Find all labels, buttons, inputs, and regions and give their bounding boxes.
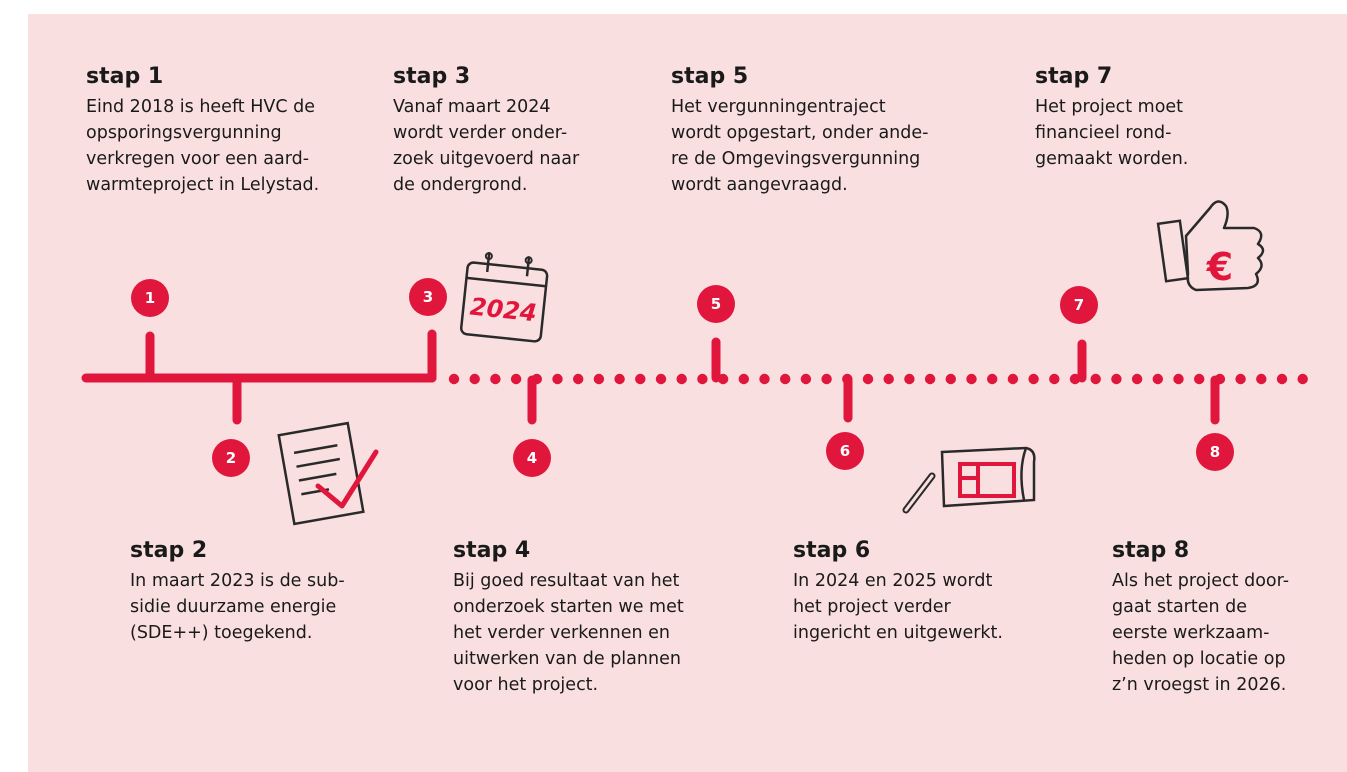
step-number-badge: 1 bbox=[131, 279, 169, 317]
step-description: In 2024 en 2025 wordt het project verder… bbox=[793, 571, 1003, 643]
step-title: stap 4 bbox=[453, 538, 531, 563]
step-4: stap 4 Bij goed resultaat van het onderz… bbox=[453, 537, 753, 698]
step-number-badge: 2 bbox=[212, 439, 250, 477]
timeline-dot bbox=[1111, 373, 1122, 385]
step-1: stap 1 Eind 2018 is heeft HVC de opspori… bbox=[86, 63, 386, 198]
step-2: stap 2 In maart 2023 is de sub- sidie du… bbox=[130, 537, 410, 646]
step-title: stap 8 bbox=[1112, 538, 1190, 563]
timeline-dot bbox=[635, 373, 646, 385]
step-number-badge: 6 bbox=[826, 432, 864, 470]
timeline-dot bbox=[945, 373, 956, 385]
timeline-dot bbox=[862, 373, 874, 385]
timeline-dot bbox=[800, 373, 812, 385]
step-title: stap 6 bbox=[793, 538, 871, 563]
timeline-dot bbox=[1049, 373, 1060, 385]
step-description: In maart 2023 is de sub- sidie duurzame … bbox=[130, 571, 345, 643]
step-description: Het vergunningentraject wordt opgestart,… bbox=[671, 97, 929, 195]
timeline-dot bbox=[1090, 373, 1101, 385]
step-6: stap 6 In 2024 en 2025 wordt het project… bbox=[793, 537, 1073, 646]
check-mark-icon bbox=[315, 449, 379, 509]
calendar-year-label: 2024 bbox=[469, 292, 538, 327]
timeline-dot bbox=[1131, 373, 1143, 385]
timeline-dot bbox=[593, 373, 605, 385]
step-description: Het project moet financieel rond- gemaak… bbox=[1035, 97, 1189, 169]
timeline-dotted-segment bbox=[448, 373, 1308, 385]
timeline-dot bbox=[780, 373, 791, 385]
step-number-badge: 3 bbox=[409, 278, 447, 316]
timeline-dot bbox=[1069, 373, 1081, 385]
timeline-dot bbox=[676, 373, 687, 385]
timeline-dot bbox=[1276, 373, 1288, 385]
timeline-dot bbox=[510, 373, 522, 385]
step-7: stap 7 Het project moet financieel rond-… bbox=[1035, 63, 1265, 172]
timeline-dot bbox=[1297, 373, 1308, 385]
timeline-dot bbox=[655, 373, 667, 385]
step-number-badge: 4 bbox=[513, 439, 551, 477]
timeline-dot bbox=[1007, 373, 1019, 385]
step-title: stap 2 bbox=[130, 538, 208, 563]
timeline-dot bbox=[821, 373, 832, 385]
timeline-dot bbox=[717, 373, 729, 385]
timeline-dot bbox=[614, 373, 625, 385]
timeline-dot bbox=[842, 373, 853, 385]
step-description: Vanaf maart 2024 wordt verder onder- zoe… bbox=[393, 97, 580, 195]
timeline-dot bbox=[1028, 373, 1039, 385]
timeline-dot bbox=[987, 373, 998, 385]
step-3: stap 3 Vanaf maart 2024 wordt verder ond… bbox=[393, 63, 643, 198]
step-5: stap 5 Het vergunningentraject wordt opg… bbox=[671, 63, 991, 198]
timeline-dot bbox=[697, 373, 708, 385]
timeline-dot bbox=[1214, 373, 1226, 385]
step-title: stap 1 bbox=[86, 64, 164, 89]
timeline-dot bbox=[573, 373, 584, 385]
step-number-badge: 5 bbox=[697, 285, 735, 323]
checklist-icon bbox=[277, 421, 365, 526]
timeline-dot bbox=[966, 373, 977, 385]
step-title: stap 3 bbox=[393, 64, 471, 89]
timeline-dot bbox=[759, 373, 770, 385]
timeline-dot bbox=[1194, 373, 1205, 385]
timeline-dot bbox=[924, 373, 936, 385]
thumbs-up-euro-icon: € bbox=[1156, 200, 1265, 292]
timeline-panel bbox=[28, 14, 1347, 772]
timeline-dot bbox=[1173, 373, 1184, 385]
timeline-dot bbox=[904, 373, 915, 385]
step-title: stap 7 bbox=[1035, 64, 1113, 89]
step-description: Als het project door- gaat starten de ee… bbox=[1112, 571, 1290, 695]
calendar-icon: 2024 bbox=[459, 251, 549, 343]
timeline-dot bbox=[469, 373, 480, 385]
timeline-dot bbox=[490, 373, 501, 385]
step-description: Bij goed resultaat van het onderzoek sta… bbox=[453, 571, 684, 695]
timeline-dot bbox=[552, 373, 563, 385]
euro-symbol: € bbox=[1206, 245, 1233, 289]
timeline-dot bbox=[448, 373, 460, 385]
timeline-dot bbox=[1256, 373, 1267, 385]
pencil-icon bbox=[902, 472, 936, 514]
blueprint-icon bbox=[940, 446, 1036, 508]
step-number-badge: 8 bbox=[1196, 433, 1234, 471]
step-number-badge: 7 bbox=[1060, 286, 1098, 324]
step-title: stap 5 bbox=[671, 64, 749, 89]
step-description: Eind 2018 is heeft HVC de opsporingsverg… bbox=[86, 97, 320, 195]
timeline-dot bbox=[1235, 373, 1246, 385]
timeline-dot bbox=[738, 373, 749, 385]
timeline-dot bbox=[883, 373, 894, 385]
step-8: stap 8 Als het project door- gaat starte… bbox=[1112, 537, 1332, 698]
timeline-dot bbox=[1152, 373, 1164, 385]
timeline-dot bbox=[531, 373, 542, 385]
